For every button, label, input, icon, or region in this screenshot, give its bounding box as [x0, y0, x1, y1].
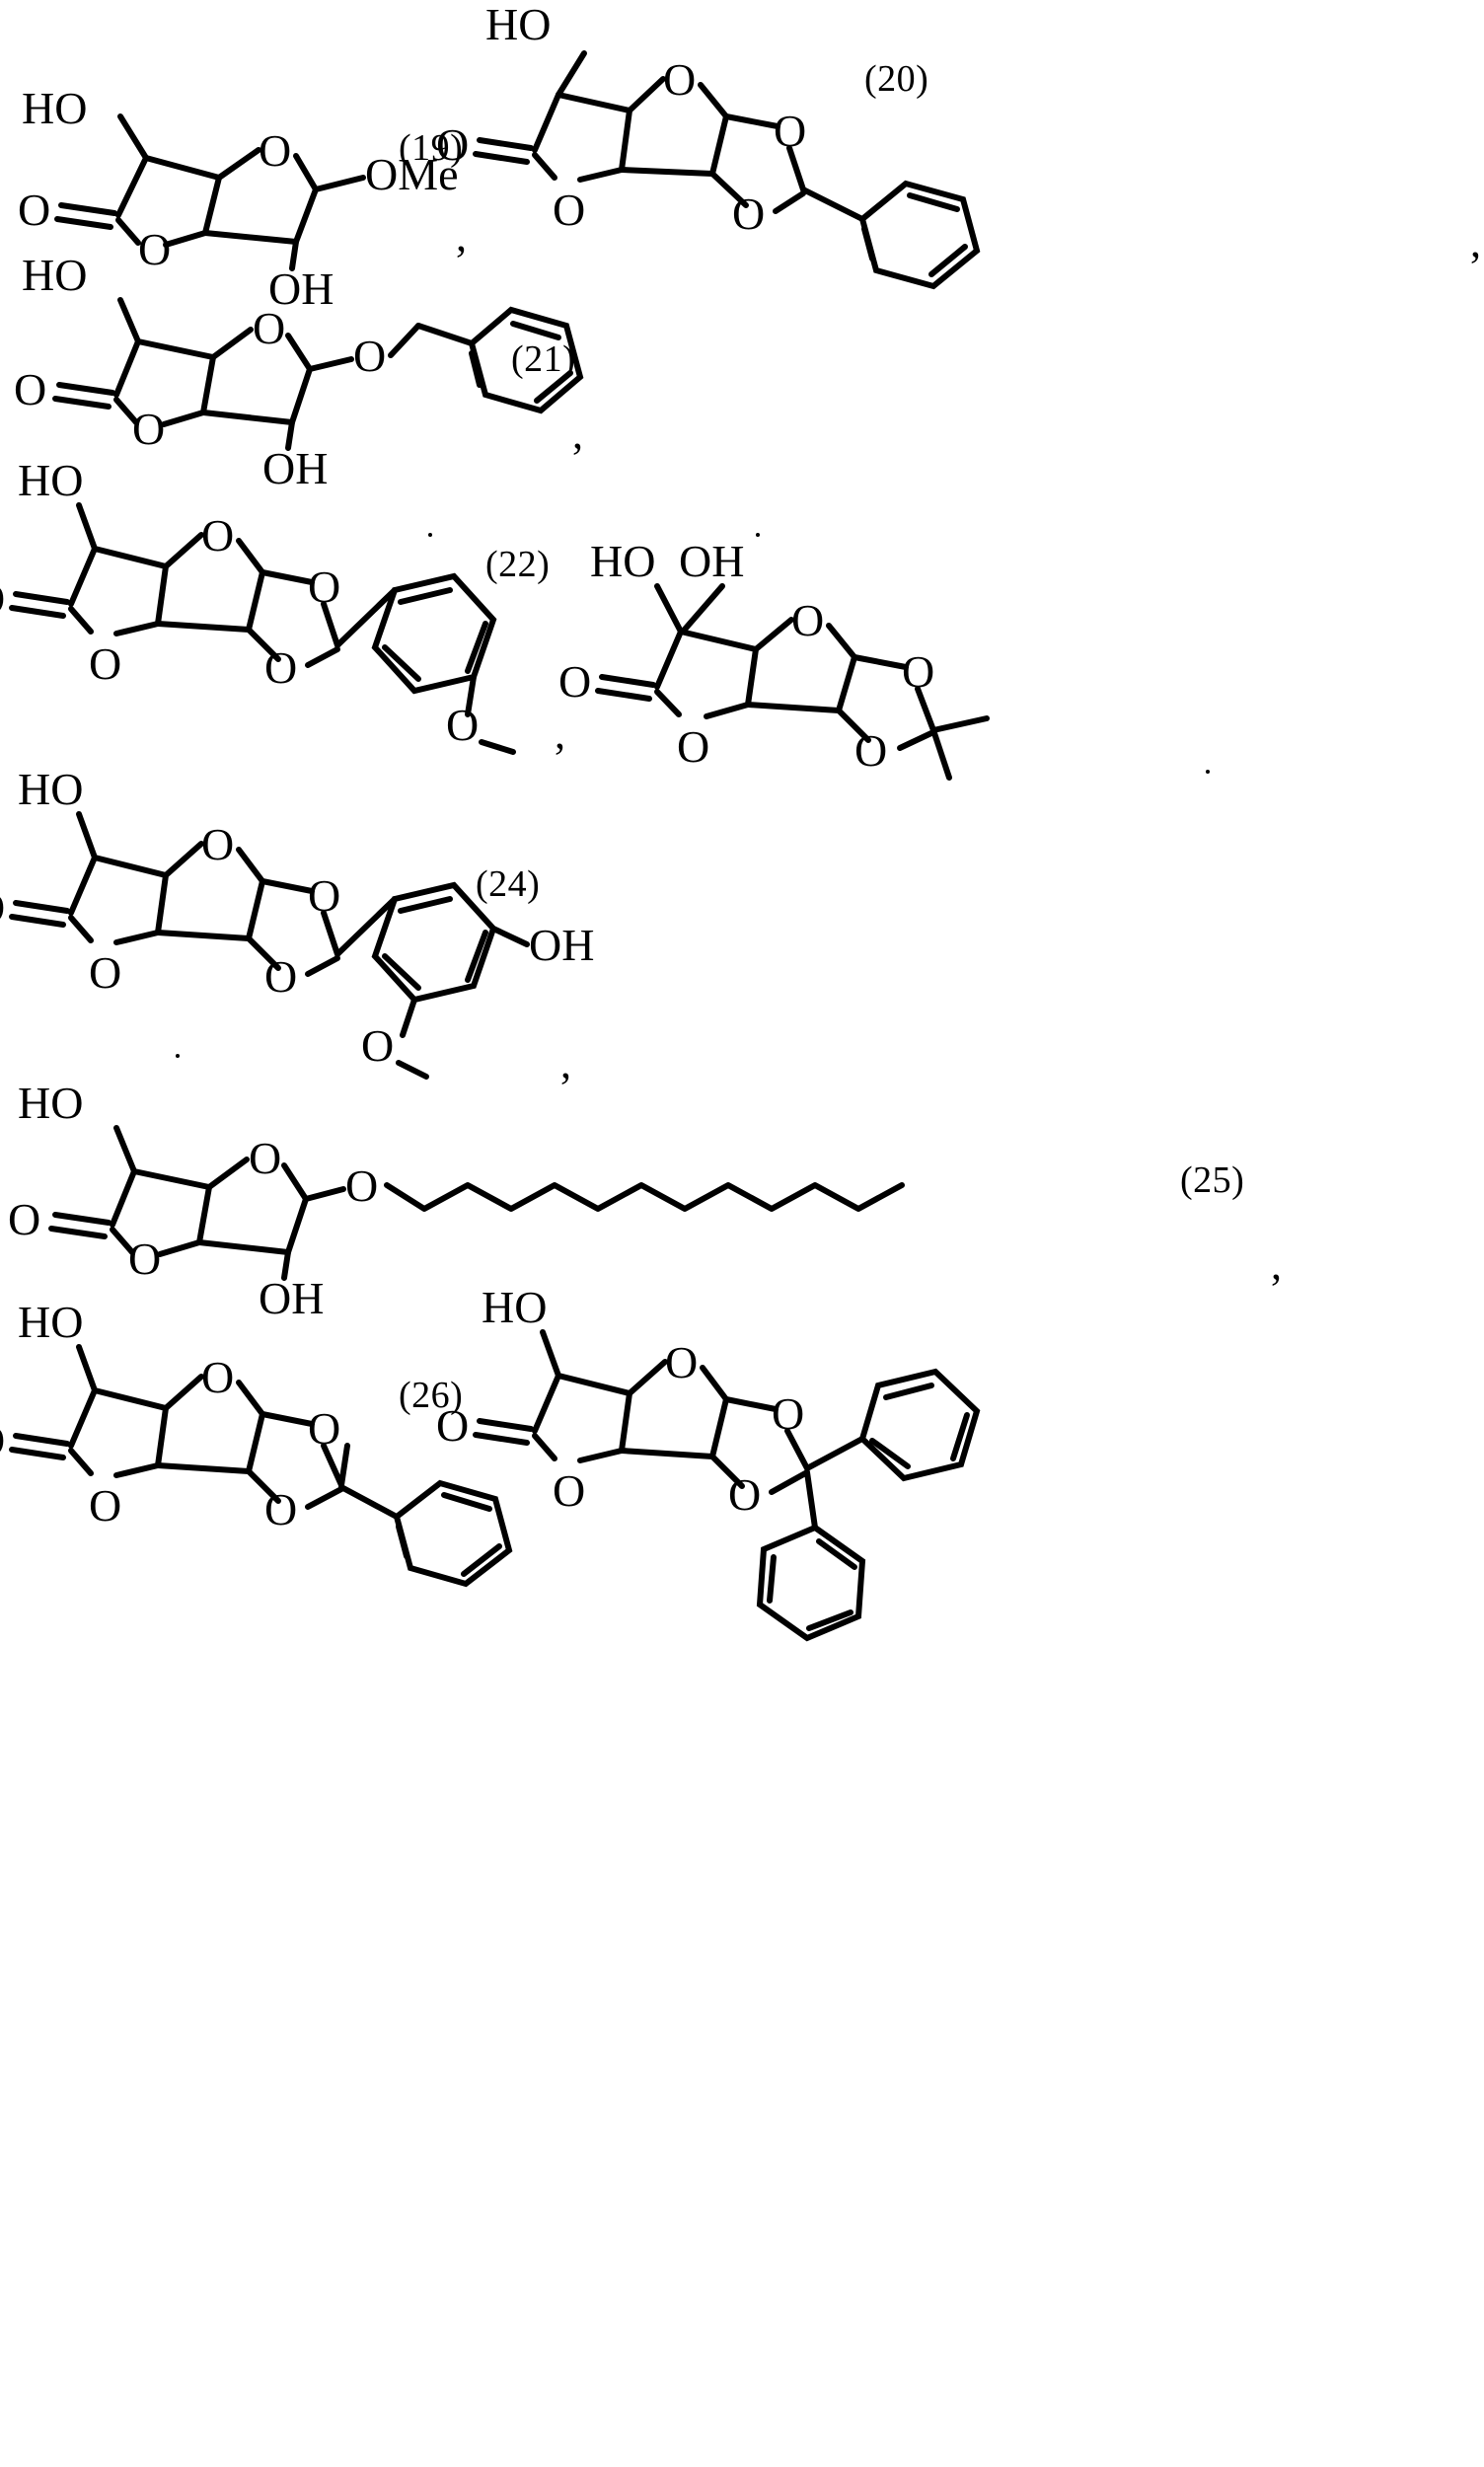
atom-O-lactone: O: [677, 721, 709, 772]
compound-label-19: (19): [399, 127, 464, 169]
structure-19: HO O O O OMe OH: [0, 39, 459, 314]
atom-HO: HO: [482, 1282, 547, 1332]
atom-O-furanose: O: [249, 1133, 281, 1183]
atom-HO: HO: [18, 1078, 83, 1128]
atom-O-lactone: O: [132, 404, 165, 454]
atom-O-furanose: O: [259, 125, 291, 176]
atom-O-lactone: O: [553, 185, 585, 235]
atom-O-lactone: O: [553, 1465, 585, 1516]
atom-O-furanose: O: [201, 510, 234, 561]
atom-O-ketone: O: [436, 119, 469, 170]
atom-O-ketone: O: [0, 573, 5, 624]
atom-HO: HO: [22, 250, 87, 300]
atom-O-furanose: O: [201, 819, 234, 869]
atom-O-dioxolane-lower: O: [264, 642, 297, 693]
atom-O-ketone: O: [0, 882, 5, 933]
separator-comma-1: ,: [456, 212, 467, 261]
atom-HO: HO: [18, 764, 83, 814]
atom-O-dioxolane-lower: O: [732, 188, 765, 239]
compound-label-20: (20): [864, 58, 929, 100]
compound-label-25: (25): [1180, 1159, 1245, 1201]
atom-O-dioxolane-upper: O: [902, 646, 934, 697]
atom-O-ketone: O: [436, 1400, 469, 1451]
atom-O-lactone: O: [128, 1234, 161, 1284]
atom-O-methoxy: O: [361, 1020, 394, 1071]
structure-23: HO OH O O O O O: [558, 533, 1125, 781]
atom-O-lactone: O: [89, 947, 121, 998]
atom-O-furanose: O: [201, 1352, 234, 1402]
atom-O-dioxolane-upper: O: [308, 870, 340, 921]
structure-21: HO O O O O OH: [0, 249, 584, 493]
atom-OMe: OMe: [365, 149, 459, 199]
atom-HO: HO: [18, 1297, 83, 1347]
atom-O-dioxolane-lower: O: [264, 951, 297, 1002]
atom-O-methoxy: O: [446, 700, 479, 750]
atom-HO: HO: [590, 536, 655, 586]
atom-OH: OH: [259, 1273, 324, 1323]
atom-O-furanose: O: [663, 54, 696, 105]
atom-O-furanose: O: [253, 303, 285, 353]
atom-O-dioxolane-upper: O: [772, 1388, 804, 1439]
stray-dot-2: [756, 533, 760, 537]
atom-O-furanose: O: [791, 595, 824, 645]
atom-O-glycosidic: O: [345, 1160, 378, 1211]
atom-O-ketone: O: [14, 364, 46, 414]
structure-27: HO O O O O O: [436, 1282, 1095, 1642]
structure-24: HO O O O O O OH O: [0, 764, 594, 1081]
atom-OH: OH: [679, 536, 744, 586]
structure-20: HO O O O O O: [436, 0, 1076, 290]
atom-O-lactone: O: [89, 638, 121, 689]
compound-label-26: (26): [399, 1375, 464, 1416]
structure-25: HO O O O O OH: [0, 1078, 905, 1323]
stray-dot-1: [428, 533, 432, 537]
atom-O-ketone: O: [0, 1415, 5, 1465]
atom-O-dioxolane-lower: O: [854, 725, 887, 776]
atom-O-lactone: O: [89, 1480, 121, 1531]
atom-HO: HO: [485, 0, 551, 49]
atom-O-dioxolane-upper: O: [774, 106, 806, 156]
structure-26: HO O O O O O: [0, 1297, 513, 1588]
separator-comma-5: ,: [560, 1039, 571, 1087]
compound-label-22: (22): [485, 544, 551, 585]
atom-O-dioxolane-upper: O: [308, 561, 340, 612]
stray-dot-4: [1206, 770, 1210, 774]
atom-O-ketone: O: [18, 185, 50, 235]
atom-OH: OH: [268, 263, 334, 314]
separator-comma-4: ,: [555, 710, 565, 758]
separator-comma-2: ,: [1470, 218, 1481, 266]
atom-O-dioxolane-lower: O: [728, 1469, 761, 1520]
atom-HO: HO: [22, 83, 87, 133]
stray-dot-3: [176, 1054, 180, 1058]
atom-HO: HO: [18, 455, 83, 505]
compound-label-21: (21): [511, 338, 576, 380]
atom-O-furanose: O: [665, 1337, 698, 1387]
structure-22: HO O O O O O O: [0, 455, 516, 755]
atom-O-lactone: O: [138, 224, 171, 274]
atom-O-ketone: O: [8, 1194, 40, 1244]
atom-OH-aryl: OH: [529, 920, 594, 970]
separator-comma-6: ,: [1271, 1240, 1282, 1289]
separator-comma-3: ,: [572, 410, 583, 458]
atom-O-dioxolane-lower: O: [264, 1484, 297, 1534]
atom-OH: OH: [262, 443, 328, 493]
atom-O-ketone: O: [558, 656, 591, 707]
atom-O-glycosidic: O: [353, 331, 386, 381]
atom-O-dioxolane-upper: O: [308, 1403, 340, 1454]
compound-label-24: (24): [476, 863, 541, 905]
